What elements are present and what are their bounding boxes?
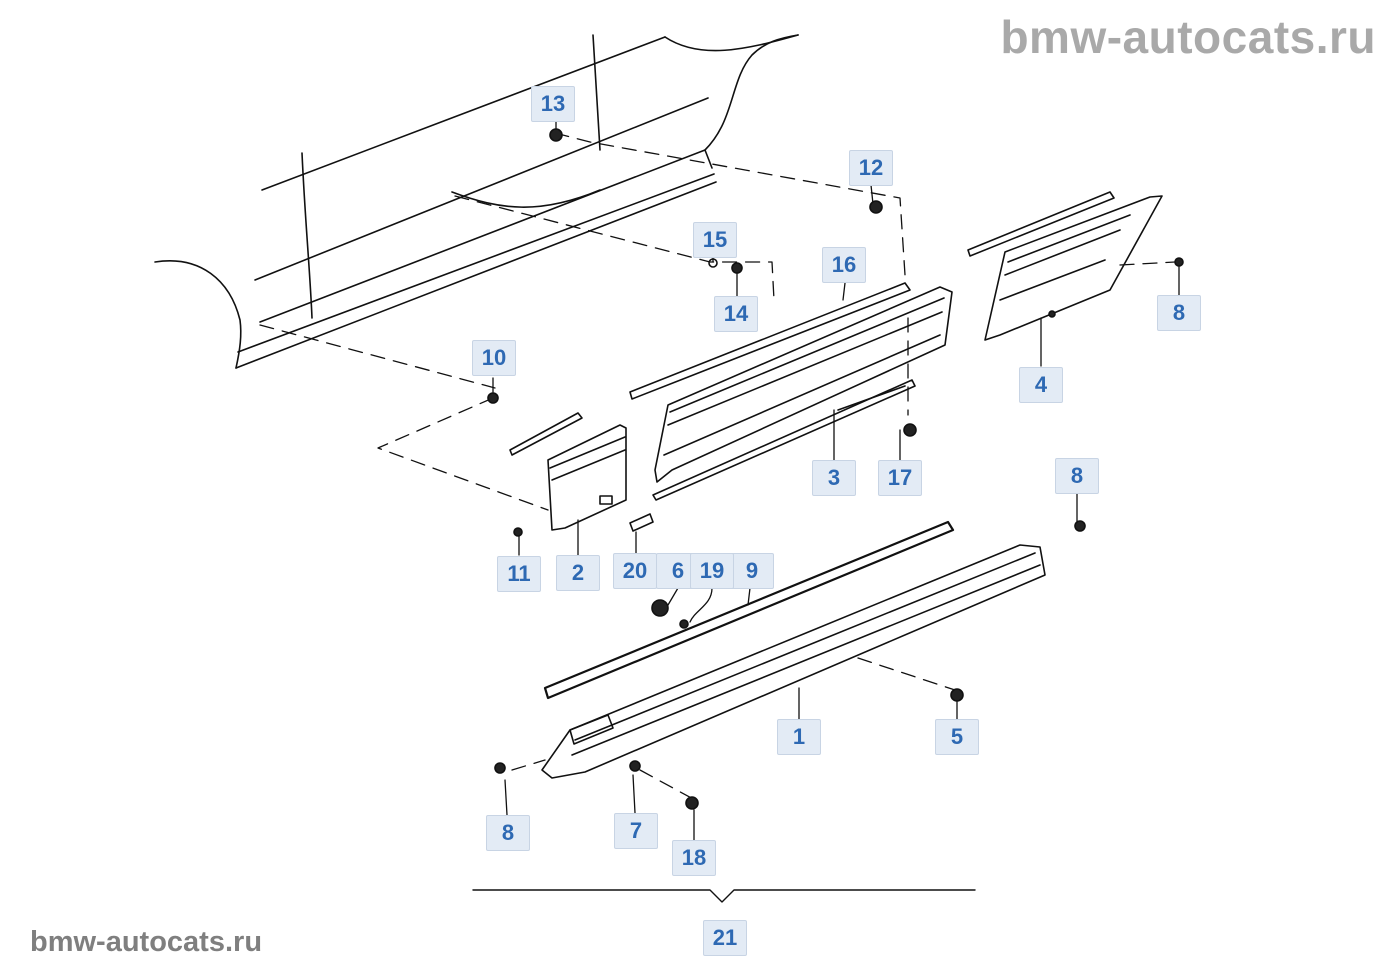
- part-1-rocker: [541, 544, 1046, 779]
- car-body-outline: [154, 34, 799, 369]
- watermark-top: bmw-autocats.ru: [1000, 11, 1376, 63]
- callout-4[interactable]: 4: [1019, 367, 1063, 403]
- callout-8[interactable]: 8: [1055, 458, 1099, 494]
- callout-13[interactable]: 13: [531, 86, 575, 122]
- part-3-door-molding: [652, 286, 953, 501]
- clips: [487, 128, 1184, 810]
- callout-5[interactable]: 5: [935, 719, 979, 755]
- callout-7[interactable]: 7: [614, 813, 658, 849]
- callout-18[interactable]: 18: [672, 840, 716, 876]
- callout-11[interactable]: 11: [497, 556, 541, 592]
- callout-12[interactable]: 12: [849, 150, 893, 186]
- callout-20[interactable]: 20: [613, 553, 657, 589]
- callout-8[interactable]: 8: [1157, 295, 1201, 331]
- callout-1[interactable]: 1: [777, 719, 821, 755]
- callout-14[interactable]: 14: [714, 296, 758, 332]
- callout-21[interactable]: 21: [703, 920, 747, 956]
- callout-19[interactable]: 19: [690, 553, 734, 589]
- watermark-bottom: bmw-autocats.ru: [30, 926, 263, 958]
- callout-3[interactable]: 3: [812, 460, 856, 496]
- leader-lines: [492, 121, 1180, 841]
- callout-2[interactable]: 2: [556, 555, 600, 591]
- part-16-strip: [629, 282, 911, 400]
- callout-16[interactable]: 16: [822, 247, 866, 283]
- callout-15[interactable]: 15: [693, 222, 737, 258]
- callout-8[interactable]: 8: [486, 815, 530, 851]
- part-9-strip: [543, 520, 955, 700]
- callout-10[interactable]: 10: [472, 340, 516, 376]
- part-2-front-molding: [509, 412, 627, 531]
- part-4-fender-molding: [967, 191, 1163, 341]
- callout-9[interactable]: 9: [730, 553, 774, 589]
- assembly-lines: [259, 132, 1176, 801]
- callout-17[interactable]: 17: [878, 460, 922, 496]
- group-21-bracket: [472, 889, 976, 903]
- part-20-clip: [629, 513, 654, 532]
